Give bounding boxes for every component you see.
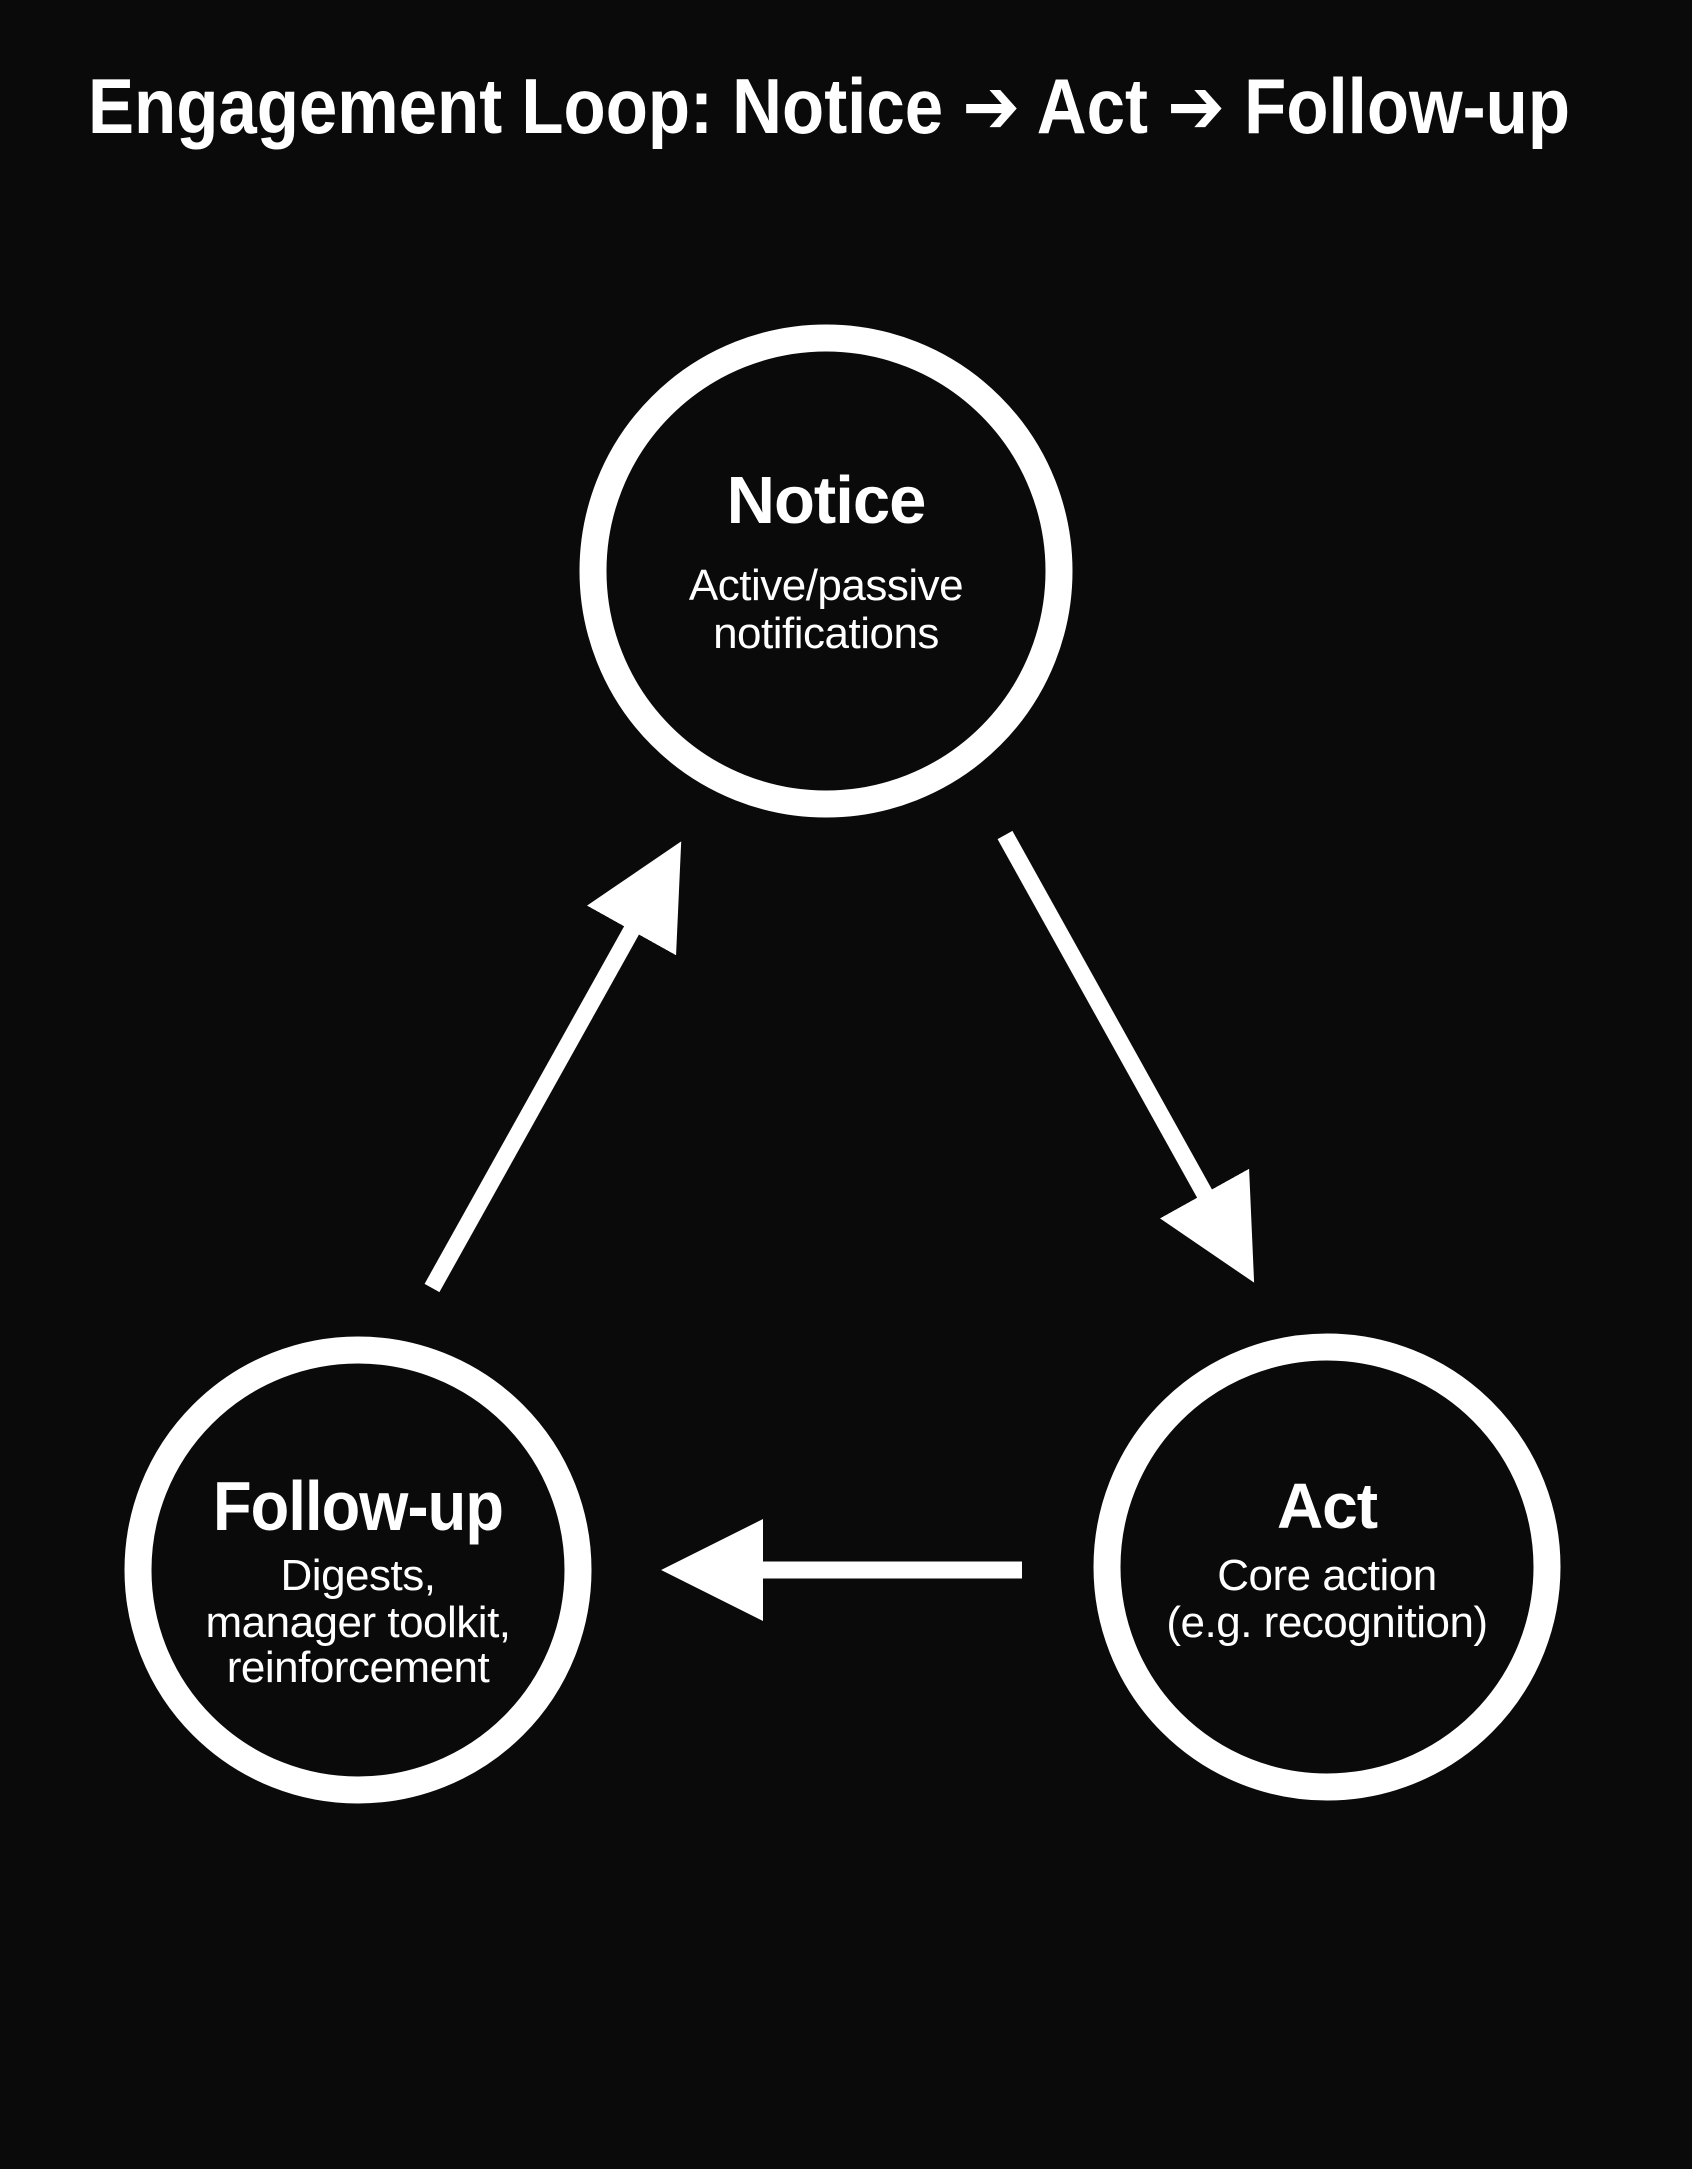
- notice-label: Notice: [727, 463, 926, 538]
- notice-description-line: notifications: [713, 609, 939, 658]
- node-followup: Follow-up Digests, manager toolkit, rein…: [124, 1336, 592, 1804]
- act-label: Act: [1277, 1470, 1378, 1542]
- notice-circle: [579, 324, 1073, 818]
- act-circle: [1093, 1333, 1561, 1801]
- page-title: Engagement Loop: Notice ➔ Act ➔ Follow-u…: [88, 62, 1570, 150]
- act-description-line: Core action: [1217, 1551, 1437, 1600]
- arrow-followup-to-notice-icon: [424, 841, 682, 1293]
- followup-circle: [124, 1336, 592, 1804]
- loop-arrows: [424, 830, 1255, 1621]
- followup-description-line: Digests,: [281, 1551, 436, 1600]
- node-notice: Notice Active/passive notifications: [579, 324, 1073, 818]
- arrow-notice-to-act-icon: [997, 830, 1255, 1283]
- followup-description-line: reinforcement: [227, 1643, 490, 1692]
- notice-description-line: Active/passive: [689, 561, 963, 610]
- node-act: Act Core action (e.g. recognition): [1093, 1333, 1561, 1801]
- followup-label: Follow-up: [213, 1467, 503, 1545]
- act-description-line: (e.g. recognition): [1166, 1598, 1487, 1647]
- followup-description-line: manager toolkit,: [205, 1598, 510, 1647]
